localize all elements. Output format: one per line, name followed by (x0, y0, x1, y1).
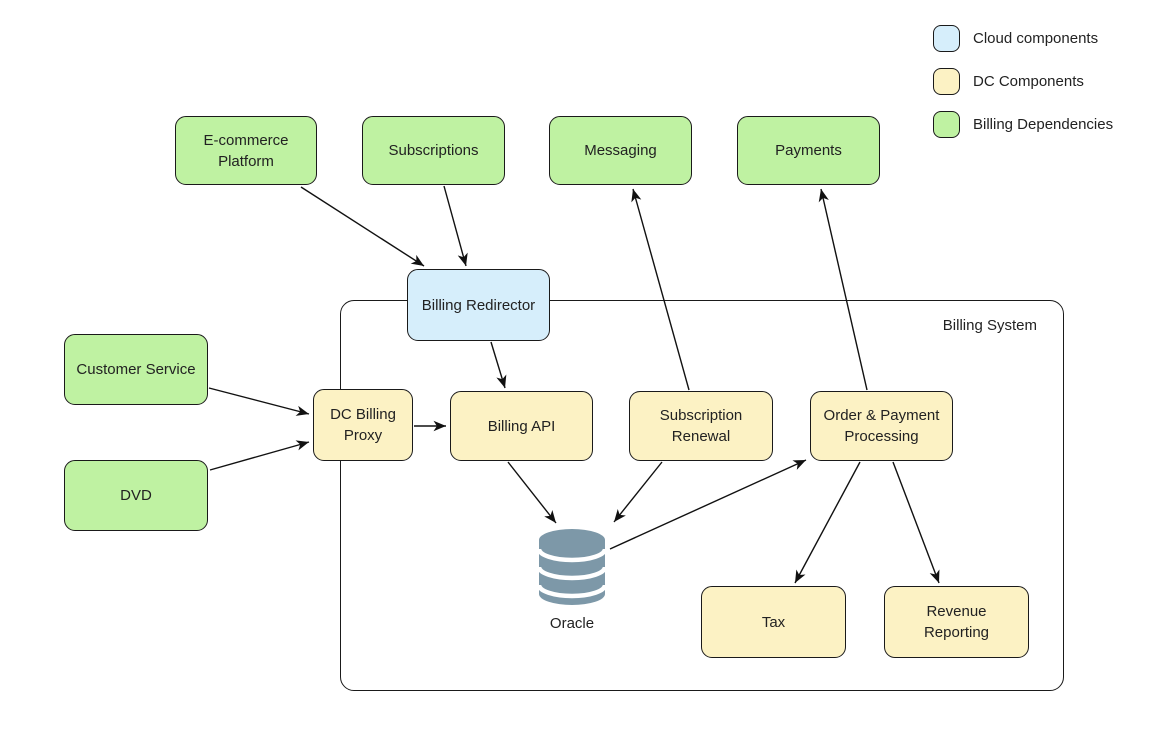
cloud-swatch-icon (933, 25, 960, 52)
node-label: Order & Payment Processing (823, 407, 940, 445)
arrow-billing-api-to-oracle (507, 461, 557, 524)
node-label: DC Billing Proxy (330, 406, 396, 444)
node-payments: Payments (737, 116, 880, 185)
node-label: Messaging (584, 142, 657, 159)
node-label: Billing Redirector (421, 296, 536, 314)
dependency-swatch-icon (933, 111, 960, 138)
arrow-ecommerce-to-redirector (300, 186, 425, 267)
arrow-oracle-to-order-payment (609, 459, 807, 550)
node-subscription-renewal: Subscription Renewal (629, 391, 773, 461)
arrow-order-payment-to-revenue-reporting (892, 461, 940, 584)
node-label: Payments (775, 142, 842, 159)
node-label: Subscription Renewal (659, 407, 743, 445)
node-label: Subscriptions (388, 142, 479, 159)
node-subscriptions: Subscriptions (362, 116, 505, 185)
node-e-commerce-platform: E-commerce Platform (175, 116, 317, 185)
node-label: DVD (120, 487, 152, 504)
dc-swatch-icon (933, 68, 960, 95)
node-billing-redirector: Billing Redirector (407, 269, 550, 341)
legend-label: Cloud components (973, 30, 1099, 47)
arrow-order-payment-to-payments (818, 188, 868, 391)
node-label: Tax (761, 613, 786, 631)
legend-item-billing-dependencies: Billing Dependencies (933, 111, 1113, 138)
oracle-label: Oracle (549, 615, 595, 632)
node-dvd: DVD (64, 460, 208, 531)
node-billing-api: Billing API (450, 391, 593, 461)
node-messaging: Messaging (549, 116, 692, 185)
legend-label: DC Components (973, 73, 1084, 90)
arrow-order-payment-to-tax (794, 461, 861, 584)
node-dc-billing-proxy: DC Billing Proxy (313, 389, 413, 461)
oracle-database: Oracle (536, 528, 608, 632)
node-label: Customer Service (76, 361, 196, 378)
node-label: E-commerce Platform (203, 131, 289, 170)
node-customer-service: Customer Service (64, 334, 208, 405)
billing-system-label: Billing System (942, 317, 1037, 334)
legend: Cloud components DC Components Billing D… (933, 25, 1113, 154)
arrow-subscription-renewal-to-messaging (631, 188, 690, 391)
legend-item-dc-components: DC Components (933, 68, 1113, 95)
arrow-redirector-to-billing-api (490, 341, 507, 389)
arrow-customer-service-to-dc-proxy (208, 387, 310, 416)
node-order-payment-processing: Order & Payment Processing (810, 391, 953, 461)
legend-item-cloud-components: Cloud components (933, 25, 1113, 52)
legend-label: Billing Dependencies (973, 116, 1114, 133)
arrow-subscriptions-to-redirector (443, 185, 468, 267)
billing-system-container: Billing System (340, 300, 1064, 691)
arrow-dvd-to-dc-proxy (209, 440, 310, 471)
node-label: Revenue Reporting (923, 603, 990, 641)
node-tax: Tax (701, 586, 846, 658)
node-label: Billing API (487, 417, 556, 435)
node-revenue-reporting: Revenue Reporting (884, 586, 1029, 658)
database-icon (536, 529, 608, 605)
arrow-subscription-renewal-to-oracle (613, 461, 663, 523)
